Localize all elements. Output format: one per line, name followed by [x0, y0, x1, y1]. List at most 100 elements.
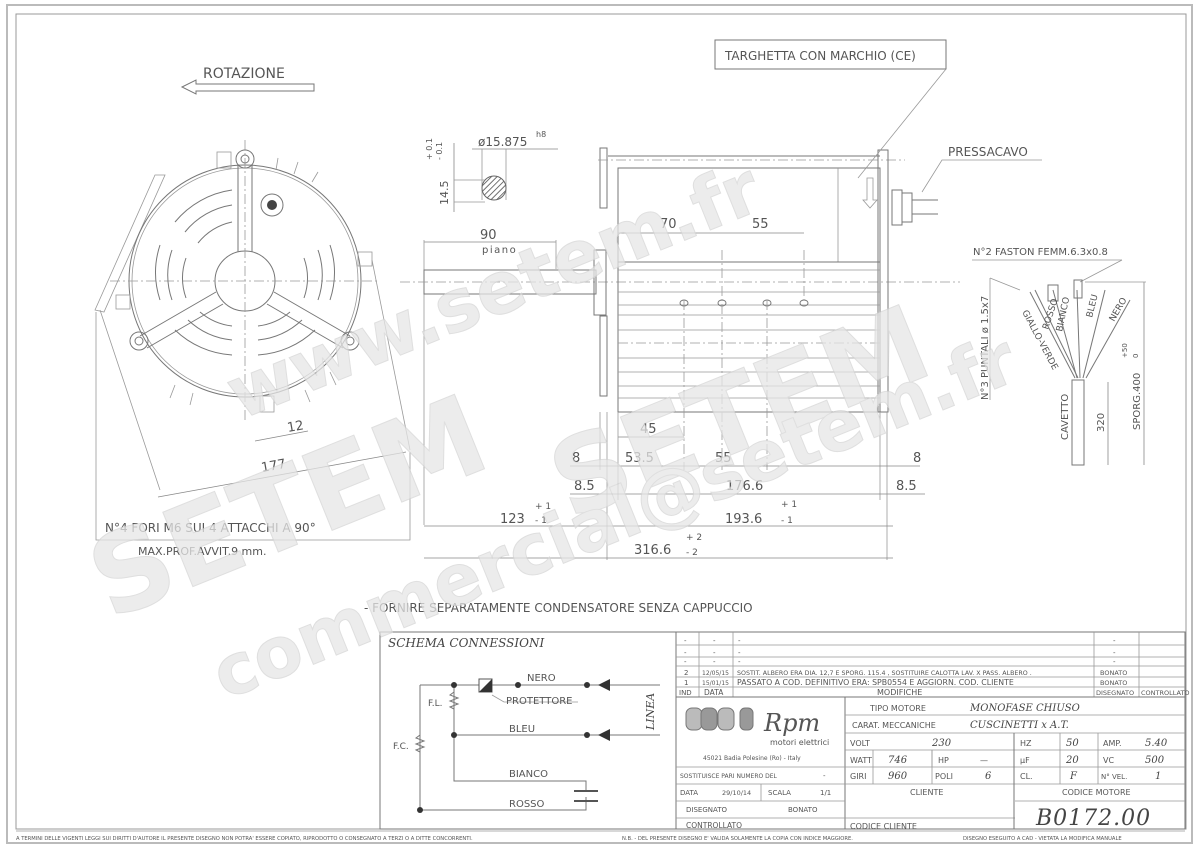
- shaft-flat-length: 90: [480, 228, 497, 243]
- rev-drawn: -: [1113, 649, 1116, 657]
- footer-nb: N.B. - DEL PRESENTE DISEGNO E' VALIDA SO…: [622, 836, 853, 842]
- wire-label-bleu: BLEU: [509, 724, 535, 735]
- tol-plus: + 0.1: [425, 138, 434, 160]
- cable-gland-callout: PRESSACAVO: [948, 145, 1028, 159]
- value-sostituisce: -: [823, 772, 826, 780]
- cable-label: CAVETTO: [1060, 394, 1071, 440]
- footer-copyright: A TERMINI DELLE VIGENTI LEGGI SUI DIRITT…: [16, 836, 473, 842]
- watermarks: www.setem.fr SETEM SETEM commercial@sete…: [71, 145, 1028, 716]
- revision-rows: - - - - - - - - - - - - 2 12/05/15 SOSTI…: [679, 637, 1190, 697]
- value-volt: 230: [931, 738, 952, 749]
- company-logo: Rpm motori elettrici 45021 Badia Polesin…: [685, 707, 829, 762]
- rev-ind: -: [684, 637, 687, 645]
- value-codice-motore: B0172.00: [1035, 806, 1151, 831]
- dim-123: 123: [500, 512, 525, 527]
- footer: A TERMINI DELLE VIGENTI LEGGI SUI DIRITT…: [16, 830, 1185, 842]
- label-fl: F.L.: [428, 699, 442, 709]
- value-data: 29/10/14: [722, 789, 751, 797]
- value-nvel: 1: [1155, 771, 1161, 782]
- label-linea: LINEA: [644, 693, 657, 731]
- rotation-indicator: ROTAZIONE: [180, 66, 315, 95]
- dim-70: 70: [660, 217, 677, 232]
- dim-12: 12: [286, 418, 305, 436]
- label-codice-cliente: CODICE CLIENTE: [850, 822, 917, 831]
- company-subtitle: motori elettrici: [770, 738, 829, 747]
- shaft-flat-label: piano: [482, 245, 517, 256]
- label-codice-motore: CODICE MOTORE: [1062, 788, 1131, 797]
- rev-date: -: [713, 658, 716, 666]
- dim-193-6: 193.6: [725, 512, 762, 527]
- rev-date: -: [713, 649, 716, 657]
- dim-8-left: 8: [572, 451, 580, 466]
- value-scala: 1/1: [820, 789, 831, 797]
- wire-nero: NERO: [1108, 296, 1130, 323]
- dim-8-5-right: 8.5: [896, 479, 917, 494]
- shaft-diameter: ø15.875: [478, 135, 527, 149]
- label-nvel: N° VEL.: [1101, 773, 1127, 781]
- label-data: DATA: [680, 789, 698, 797]
- schema-title: SCHEMA CONNESSIONI: [388, 636, 544, 650]
- dim-316-6: 316.6: [634, 543, 671, 558]
- dim-176-6: 176.6: [726, 479, 763, 494]
- dim-55-top: 55: [752, 217, 769, 232]
- label-hp: HP: [938, 756, 949, 765]
- label-hz: HZ: [1020, 739, 1032, 748]
- label-sostituisce: SOSTITUISCE PARI NUMERO DEL: [680, 773, 778, 780]
- value-hp: —: [980, 756, 988, 765]
- rotation-arrow-icon: [180, 79, 315, 95]
- rev-change: -: [738, 637, 741, 645]
- rev-change: -: [738, 649, 741, 657]
- rev-drawn: -: [1113, 658, 1116, 666]
- label-poli: POLI: [935, 772, 953, 781]
- value-disegnato: BONATO: [788, 806, 818, 814]
- dim-line-177: [157, 451, 407, 498]
- rev-ind: 2: [684, 669, 688, 677]
- line-arrow-icon: [598, 679, 610, 691]
- value-amp: 5.40: [1145, 738, 1168, 749]
- tol-316-plus: + 2: [686, 533, 702, 543]
- resistor-fl-icon: [448, 691, 460, 710]
- rev-drawn: -: [1113, 637, 1116, 645]
- cable-length: 320: [1096, 413, 1107, 432]
- dim-53-5: 53.5: [625, 451, 654, 466]
- protector-label: PROTETTORE: [506, 696, 572, 707]
- company-address: 45021 Badia Polesine (Ro) - Italy: [703, 755, 801, 762]
- nameplate-callout-box: [714, 39, 947, 70]
- rev-ind: 1: [684, 679, 688, 687]
- label-volt: VOLT: [850, 739, 870, 748]
- value-vc: 500: [1145, 755, 1165, 766]
- cable-gland: [891, 189, 903, 226]
- dim-8-5-left: 8.5: [574, 479, 595, 494]
- faston-note: N°2 FASTON FEMM.6.3x0.8: [973, 247, 1108, 258]
- value-hz: 50: [1066, 738, 1079, 749]
- label-carat: CARAT. MECCANICHE: [852, 721, 936, 730]
- value-tipo-motore: MONOFASE CHIUSO: [969, 703, 1080, 714]
- wire-label-nero: NERO: [527, 673, 556, 684]
- motor-body: [617, 167, 881, 413]
- rev-ind: -: [684, 658, 687, 666]
- protector-icon: [479, 679, 492, 692]
- dim-55-bottom: 55: [715, 451, 732, 466]
- side-view: TARGHETTA CON MARCHIO (CE) PRESSACAVO 70…: [400, 39, 1042, 560]
- header-disegnato: DISEGNATO: [1096, 689, 1134, 697]
- rev-ind: -: [684, 649, 687, 657]
- title-block: Rpm motori elettrici 45021 Badia Polesin…: [675, 696, 1186, 831]
- label-cliente: CLIENTE: [910, 788, 943, 797]
- protrusion-label: SPORG.400: [1132, 373, 1143, 430]
- header-modifiche: MODIFICHE: [877, 688, 922, 697]
- revision-table: [675, 631, 1186, 698]
- note-screw-depth: MAX.PROF.AVVIT.9 mm.: [138, 545, 267, 558]
- company-name: Rpm: [763, 709, 820, 737]
- tol-123-minus: - 1: [535, 516, 547, 526]
- cable-sheath: [1071, 379, 1085, 466]
- rev-date: 15/01/15: [702, 680, 729, 687]
- tips-note: N°3 PUNTALI ø 1.5x7: [980, 296, 991, 400]
- header-ind: IND: [679, 689, 692, 697]
- shaft-section: ø15.875 h8 14.5 + 0.1 - 0.1 90 piano: [423, 130, 558, 525]
- label-fc: F.C.: [393, 742, 409, 752]
- capacitor-note: - FORNIRE SEPARATAMENTE CONDENSATORE SEN…: [364, 601, 753, 615]
- dim-177: 177: [260, 457, 287, 476]
- tol-316-minus: - 2: [686, 548, 698, 558]
- label-uf: µF: [1020, 756, 1030, 765]
- label-controllato: CONTROLLATO: [686, 821, 742, 830]
